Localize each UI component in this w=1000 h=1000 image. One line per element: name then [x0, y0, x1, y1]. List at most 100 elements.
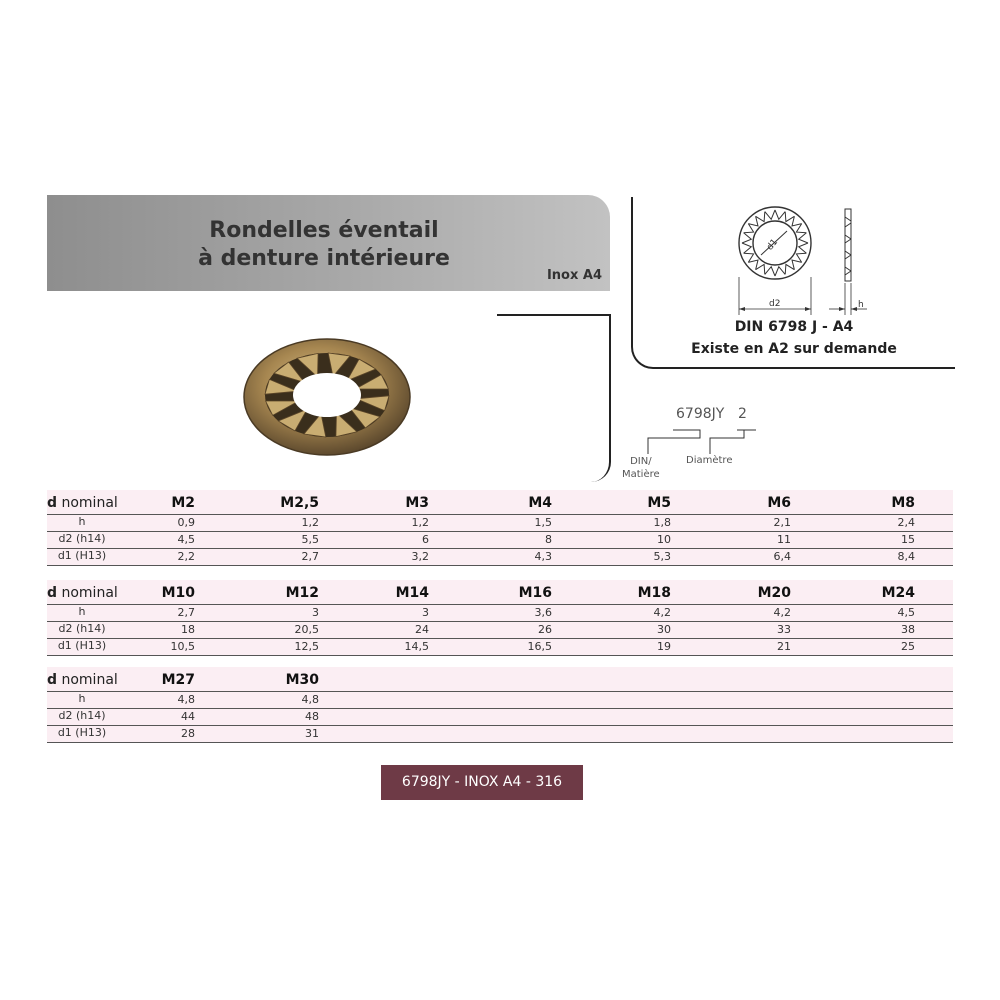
table-cell: 26 — [538, 623, 552, 636]
table-cell: 3,2 — [411, 550, 430, 563]
table-row: d1 (H13) 2,2 2,7 3,2 4,3 5,3 6,4 8,4 — [47, 549, 953, 566]
table-cell: 33 — [777, 623, 791, 636]
header-banner: Rondelles éventail à denture intérieure … — [47, 195, 610, 291]
material-label: Inox A4 — [546, 268, 602, 283]
table-cell: 11 — [777, 533, 791, 546]
table-cell: 10,5 — [170, 640, 196, 653]
row-label: d1 (H13) — [57, 639, 107, 652]
table-cell: 2,7 — [177, 606, 196, 619]
table-cell: 2,2 — [177, 550, 196, 563]
table-cell: 2,7 — [301, 550, 320, 563]
washer-photo — [243, 338, 411, 456]
size-header-cell: M18 — [637, 585, 671, 601]
size-header-cell: M20 — [757, 585, 791, 601]
row-label: d1 (H13) — [57, 549, 107, 562]
norm-title: DIN 6798 J - A4 — [734, 319, 854, 335]
size-header-cell: M10 — [161, 585, 195, 601]
table-cell: 48 — [305, 710, 319, 723]
size-header-cell: M4 — [528, 495, 552, 511]
row-label: h — [78, 605, 86, 618]
table-cell: 30 — [657, 623, 671, 636]
table-cell: 0,9 — [177, 516, 196, 529]
table-cell: 4,5 — [897, 606, 916, 619]
table-cell: 14,5 — [404, 640, 430, 653]
washer-front-view-icon — [738, 206, 812, 280]
title-line-1: Rondelles éventail — [209, 218, 439, 243]
table-cell: 18 — [181, 623, 195, 636]
table-cell: 19 — [657, 640, 671, 653]
table-cell: 5,5 — [301, 533, 320, 546]
table-cell: 4,3 — [534, 550, 553, 563]
table-cell: 20,5 — [294, 623, 320, 636]
nominal-label-bold: d — [47, 585, 58, 601]
table-cell: 28 — [181, 727, 195, 740]
size-header-cell: M27 — [161, 672, 195, 688]
size-header-cell: M30 — [285, 672, 319, 688]
reference-code: 6798JY — [676, 406, 725, 422]
table-cell: 16,5 — [527, 640, 553, 653]
reference-din-label: DIN/ Matière — [622, 455, 660, 481]
size-header-cell: M16 — [518, 585, 552, 601]
table-cell: 10 — [657, 533, 671, 546]
d2-label: d2 — [769, 299, 780, 309]
table-cell: 3 — [312, 606, 319, 619]
table-cell: 6,4 — [773, 550, 792, 563]
page-title: Rondelles éventail à denture intérieure — [47, 217, 607, 273]
table-cell: 6 — [422, 533, 429, 546]
size-header-cell: M3 — [405, 495, 429, 511]
washer-drawing: d1 d2 h — [738, 206, 867, 315]
size-header-cell: M2,5 — [280, 495, 319, 511]
product-code-badge: 6798JY - INOX A4 - 316 — [381, 765, 583, 800]
row-label: d2 (h14) — [58, 532, 106, 545]
size-header-cell: M5 — [647, 495, 671, 511]
table-cell: 4,5 — [177, 533, 196, 546]
nominal-label-rest: nominal — [57, 672, 118, 688]
norm-note: Existe en A2 sur demande — [691, 341, 897, 357]
size-header-cell: M14 — [395, 585, 429, 601]
table-cell: 1,2 — [301, 516, 320, 529]
table-cell: 2,4 — [897, 516, 916, 529]
nominal-label-rest: nominal — [57, 585, 118, 601]
row-label: h — [78, 515, 86, 528]
size-header-cell: M24 — [881, 585, 915, 601]
table-cell: 1,8 — [653, 516, 672, 529]
reference-diameter-label: Diamètre — [686, 455, 733, 466]
table-cell: 1,5 — [534, 516, 553, 529]
nominal-label-rest: nominal — [57, 495, 118, 511]
table-cell: 8 — [545, 533, 552, 546]
photo-panel-frame — [497, 314, 611, 482]
reference-size: 2 — [738, 406, 747, 422]
technical-diagram: d1 d2 h DIN 6798 J - A4 Existe en A2 sur… — [631, 197, 955, 369]
table-cell: 3,6 — [534, 606, 553, 619]
size-header-cell: M8 — [891, 495, 915, 511]
table-cell: 2,1 — [773, 516, 792, 529]
row-label: h — [78, 692, 86, 705]
table-cell: 21 — [777, 640, 791, 653]
table-cell: 8,4 — [897, 550, 916, 563]
table-cell: 31 — [305, 727, 319, 740]
size-header-cell: M2 — [171, 495, 195, 511]
table-cell: 38 — [901, 623, 915, 636]
table-cell: 12,5 — [294, 640, 320, 653]
size-header-cell: M6 — [767, 495, 791, 511]
table-cell: 5,3 — [653, 550, 672, 563]
table-row: d2 (h14) 4,5 5,5 6 8 10 11 15 — [47, 532, 953, 549]
table-cell: 3 — [422, 606, 429, 619]
row-label: d2 (h14) — [58, 709, 106, 722]
nominal-label: d nominal — [47, 585, 118, 601]
table-cell: 15 — [901, 533, 915, 546]
din-label-line1: DIN/ — [630, 456, 652, 467]
nominal-label: d nominal — [47, 495, 118, 511]
table-cell: 24 — [415, 623, 429, 636]
din-label-line2: Matière — [622, 469, 660, 480]
washer-side-view-icon — [844, 208, 852, 282]
table-header-row: d nominal M2 M2,5 M3 M4 M5 M6 M8 — [47, 490, 953, 515]
